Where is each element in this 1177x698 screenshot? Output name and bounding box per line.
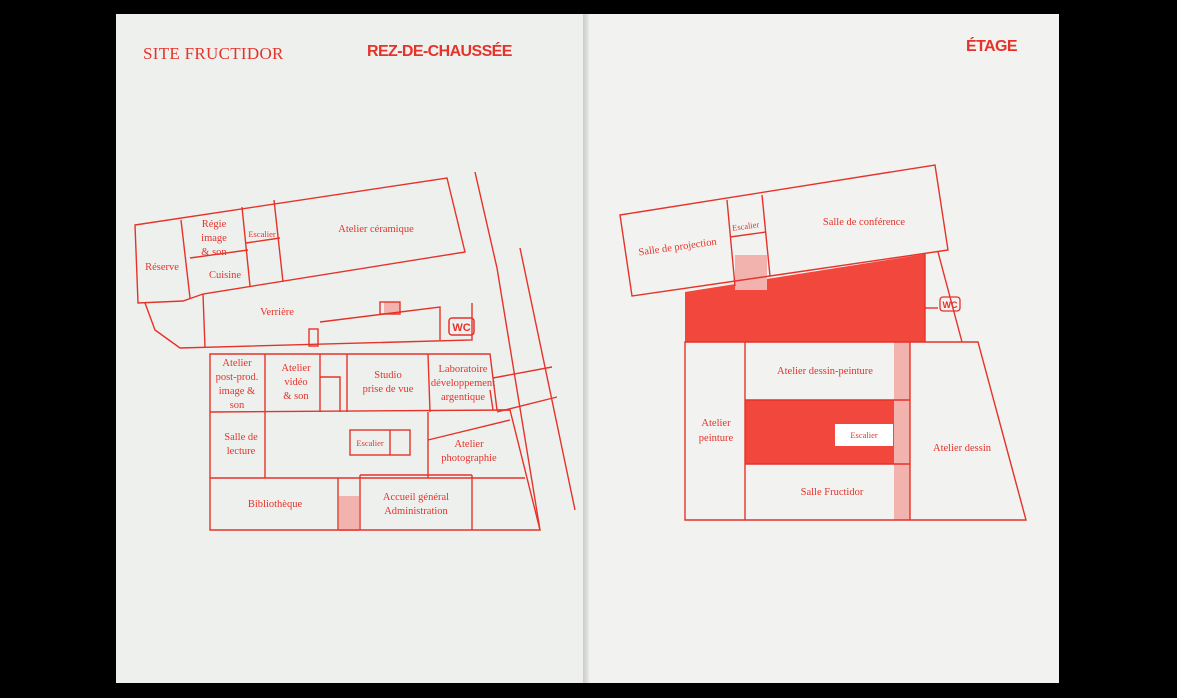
book-gutter (583, 14, 589, 683)
room-escalier-center: Escalier (356, 438, 384, 448)
wc-label-upper: WC (943, 300, 958, 310)
room-regie-line2: image (201, 233, 227, 244)
room-studio-line1: Studio (374, 370, 401, 381)
room-regie-line1: Régie (202, 219, 227, 230)
stair-hatch (735, 255, 767, 290)
room-escalier-top-upper: Escalier (731, 219, 760, 233)
room-escalier-top: Escalier (248, 229, 276, 239)
room-peinture-line2: peinture (699, 433, 734, 444)
room-labo-line3: argentique (441, 392, 485, 403)
room-lecture-line2: lecture (227, 446, 256, 457)
stair-box (835, 424, 893, 446)
room-accueil-line1: Accueil général (383, 492, 449, 503)
room-video-line3: & son (283, 391, 309, 402)
room-photo-line1: Atelier (454, 439, 484, 450)
ground-floor-plan: WC Réserve Régie image & son Escalier Cu… (134, 171, 576, 531)
room-reserve: Réserve (145, 262, 179, 273)
room-studio-line2: prise de vue (363, 384, 414, 395)
room-bibliotheque: Bibliothèque (248, 499, 303, 510)
room-escalier-center-upper: Escalier (850, 430, 878, 440)
room-cuisine: Cuisine (209, 270, 241, 281)
room-salle-fructidor: Salle Fructidor (801, 487, 864, 498)
upper-floor-title: ÉTAGE (966, 36, 1018, 55)
room-video-line2: vidéo (284, 377, 307, 388)
room-projection: Salle de projection (638, 236, 718, 258)
upper-floor-plan: WC Salle de projection Escalier Salle de… (619, 164, 1027, 521)
room-atelier-ceramique: Atelier céramique (338, 224, 414, 235)
room-photo-line2: photographie (441, 453, 497, 464)
room-postprod-line2: post-prod. (216, 372, 259, 383)
room-accueil-line2: Administration (384, 506, 448, 517)
room-labo-line2: développement (431, 378, 495, 389)
room-postprod-line4: son (230, 400, 245, 411)
room-labo-line1: Laboratoire (439, 364, 488, 375)
ground-floor-title: REZ-DE-CHAUSSÉE (367, 41, 513, 60)
room-lecture-line1: Salle de (224, 432, 258, 443)
stair-hatch (339, 496, 359, 531)
room-video-line1: Atelier (281, 363, 311, 374)
room-conference: Salle de conférence (823, 217, 906, 228)
stair-hatch (384, 302, 400, 314)
wc-label: WC (452, 322, 470, 334)
room-verriere: Verrière (260, 307, 294, 318)
room-regie-line3: & son (201, 247, 227, 258)
wc-sign-upper (939, 296, 961, 312)
wc-sign (448, 317, 475, 336)
room-dessin-peinture: Atelier dessin-peinture (777, 366, 873, 377)
site-title: SITE FRUCTIDOR (143, 44, 284, 63)
room-peinture-line1: Atelier (701, 418, 731, 429)
room-postprod-line1: Atelier (222, 358, 252, 369)
stair-hatch (894, 342, 910, 520)
filled-zone (685, 254, 925, 342)
room-atelier-dessin: Atelier dessin (933, 443, 992, 454)
room-postprod-line3: image & (219, 386, 255, 397)
